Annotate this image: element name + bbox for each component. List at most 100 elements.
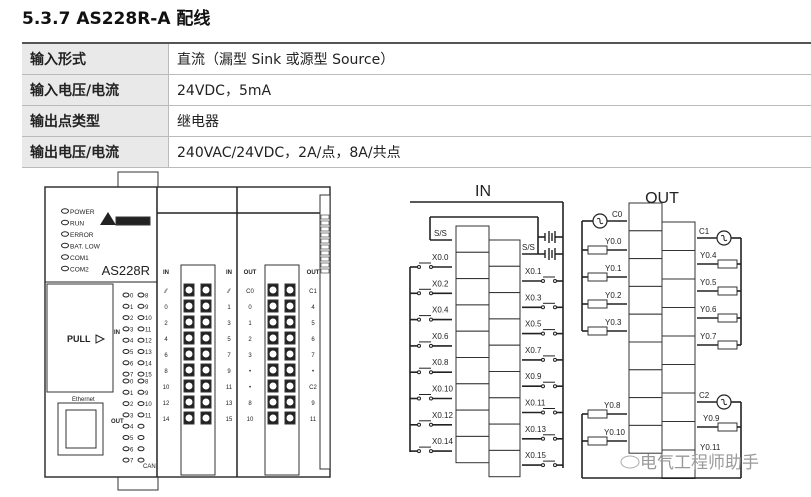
switch-icon — [417, 343, 421, 348]
out-led-label: OUT — [111, 419, 124, 425]
switch-icon — [553, 436, 557, 441]
screw-icon — [269, 382, 277, 390]
screw-icon — [269, 414, 277, 422]
terminal-label: Y0.8 — [604, 401, 621, 410]
switch-icon — [429, 343, 433, 348]
terminal-cell — [455, 251, 490, 280]
terminal-cell — [628, 397, 663, 426]
led-label: 11 — [145, 413, 152, 419]
switch-icon — [417, 291, 421, 296]
screw-icon — [202, 366, 210, 374]
resistor-icon — [717, 259, 738, 269]
terminal-label: X0.15 — [525, 451, 546, 460]
terminal-cell — [628, 341, 663, 371]
delta-logo-icon — [115, 216, 151, 226]
led-icon — [61, 219, 69, 226]
terminal-cell — [661, 392, 696, 422]
ethernet-label: Ethernet — [72, 397, 95, 403]
resistor-icon — [587, 272, 608, 282]
terminal-cell — [661, 278, 696, 308]
resistor-icon — [587, 409, 608, 419]
led-icon — [61, 231, 69, 237]
led-icon — [137, 337, 145, 343]
terminal-cell — [661, 307, 696, 337]
terminal-label: 0 — [164, 305, 168, 311]
terminal-label: 1 — [227, 305, 231, 311]
screw-icon — [185, 414, 193, 422]
led-label: POWER — [70, 209, 95, 216]
terminal-cell — [661, 421, 696, 451]
terminal-label: 5 — [311, 321, 315, 327]
terminal-label: S/S — [434, 229, 447, 238]
rail-notch — [320, 220, 330, 226]
screw-icon — [286, 334, 294, 342]
led-label: 9 — [145, 305, 149, 311]
terminal-cell — [628, 258, 663, 287]
terminal-cell — [661, 221, 696, 251]
switch-icon — [429, 317, 433, 322]
screw-icon — [286, 382, 294, 390]
switch-icon — [541, 331, 545, 336]
terminal-cell — [488, 239, 521, 267]
terminal-label: X0.7 — [525, 346, 542, 355]
terminal-label: X0.14 — [432, 437, 453, 446]
led-label: 7 — [130, 459, 134, 465]
resistor-icon — [587, 299, 608, 309]
led-label: 11 — [145, 327, 152, 333]
led-label: 2 — [130, 316, 134, 322]
row-key: 输入形式 — [22, 42, 169, 75]
led-label: 7 — [130, 373, 134, 379]
terminal-label: C1 — [699, 227, 710, 236]
led-icon — [122, 349, 130, 354]
led-icon — [122, 401, 130, 407]
row-key: 输出点类型 — [22, 105, 169, 137]
top-clip — [117, 171, 159, 189]
terminal-label: C1 — [309, 289, 317, 295]
watermark: 电气工程师助手 — [640, 453, 759, 472]
terminal-label: C2 — [309, 385, 317, 391]
terminal-label: Y0.10 — [604, 428, 625, 437]
terminal-header: IN — [163, 270, 169, 276]
terminal-label: 0 — [248, 305, 252, 311]
rail-notch — [320, 214, 330, 220]
ac-source-icon — [596, 217, 604, 225]
switch-icon — [553, 357, 557, 362]
terminal-label: X0.10 — [432, 385, 453, 394]
screw-icon — [286, 318, 294, 326]
led-label: 9 — [145, 391, 149, 397]
terminal-cell — [628, 202, 663, 232]
led-label: 3 — [130, 413, 134, 419]
terminal-cell — [455, 409, 490, 437]
terminal-cell — [488, 397, 521, 425]
led-icon — [122, 423, 130, 429]
terminal-cell — [628, 313, 663, 343]
terminal-label: X0.3 — [525, 293, 542, 302]
in-led-label: IN — [114, 330, 120, 336]
row-value: 继电器 — [168, 105, 811, 137]
switch-icon — [541, 436, 545, 441]
led-icon — [122, 360, 130, 366]
ac-source-icon — [720, 398, 728, 406]
terminal-label: Y0.4 — [700, 251, 717, 260]
led-icon — [122, 326, 130, 332]
led-label: 15 — [145, 373, 152, 379]
led-label: 1 — [130, 305, 134, 311]
led-label: COM1 — [70, 255, 89, 262]
screw-icon — [202, 414, 210, 422]
terminal-label: 5 — [227, 337, 231, 343]
terminal-label: S/S — [522, 243, 535, 252]
terminal-label: Y0.2 — [605, 291, 622, 300]
led-label: 13 — [145, 350, 152, 356]
terminal-label: 4 — [311, 305, 315, 311]
ac-source-icon — [720, 234, 728, 242]
screw-icon — [269, 334, 277, 342]
terminal-cell — [455, 330, 490, 359]
terminal-label: 10 — [163, 385, 170, 391]
terminal-label: Y0.1 — [605, 264, 622, 273]
led-icon — [137, 292, 145, 298]
switch-icon — [553, 279, 557, 283]
terminal-label: Y0.3 — [605, 318, 622, 327]
terminal-label: X0.13 — [525, 425, 546, 434]
